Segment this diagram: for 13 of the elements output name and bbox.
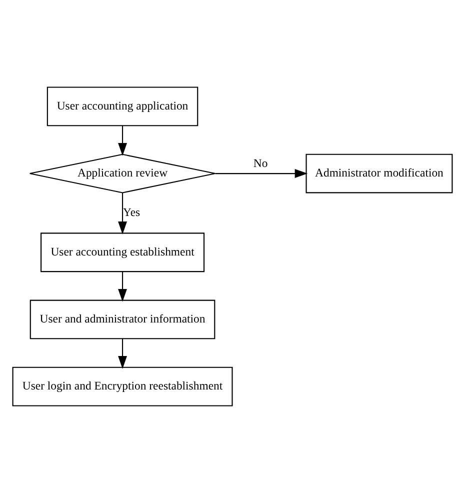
arrow [118, 192, 127, 234]
arrow [215, 169, 308, 178]
edge-label: Yes [123, 206, 140, 219]
node-diamond: Application review [29, 154, 216, 194]
node-box: Administrator modification [306, 154, 453, 194]
node-box: User accounting application [46, 86, 198, 126]
node-box: User accounting establishment [40, 232, 205, 272]
node-box: User login and Encryption reestablishment [12, 366, 233, 406]
edge-label: No [253, 156, 268, 170]
arrow [118, 338, 127, 369]
arrow [118, 126, 127, 156]
arrow [118, 272, 127, 302]
node-box: User and administrator information [30, 300, 216, 340]
